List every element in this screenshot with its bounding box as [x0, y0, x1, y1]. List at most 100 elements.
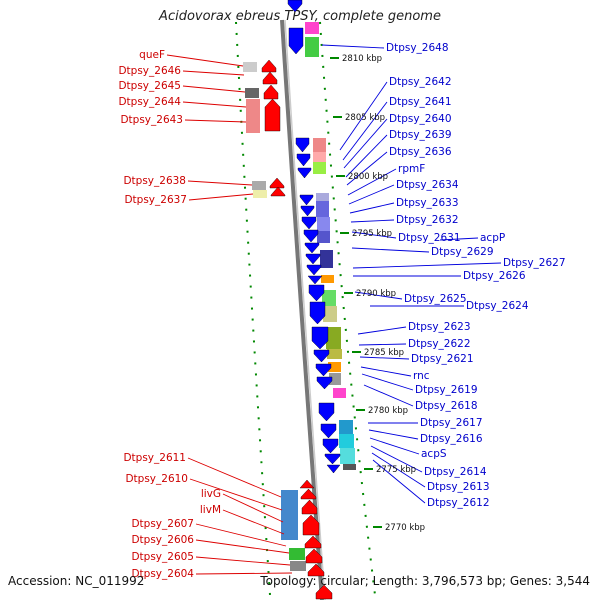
minus-strand-gene-arrow	[307, 275, 323, 285]
minus-strand-gene-arrow	[288, 27, 304, 55]
feature-block	[245, 88, 259, 98]
gene-label-right[interactable]: Dtpsy_2648	[386, 42, 449, 54]
feature-block	[290, 561, 306, 571]
gene-label-left[interactable]: Dtpsy_2646	[118, 65, 181, 77]
gene-label-left[interactable]: Dtpsy_2606	[131, 534, 194, 546]
gene-label-right[interactable]: Dtpsy_2629	[431, 246, 494, 258]
gene-label-left[interactable]: Dtpsy_2611	[123, 452, 186, 464]
feature-block	[246, 99, 260, 133]
gene-label-right[interactable]: Dtpsy_2636	[389, 146, 452, 158]
label-leader-line	[372, 459, 426, 504]
gene-label-right[interactable]: Dtpsy_2639	[389, 129, 452, 141]
minus-strand-gene-arrow	[301, 216, 317, 230]
gene-label-right[interactable]: acpS	[421, 448, 447, 460]
gene-label-right[interactable]: Dtpsy_2625	[404, 293, 467, 305]
map-title: Acidovorax ebreus TPSY, complete genome	[159, 9, 441, 24]
feature-block	[339, 420, 353, 434]
gene-label-right[interactable]: Dtpsy_2631	[398, 232, 461, 244]
label-leader-line	[358, 343, 407, 346]
gene-label-right[interactable]: Dtpsy_2621	[411, 353, 474, 365]
gene-label-right[interactable]: Dtpsy_2616	[420, 433, 483, 445]
feature-block	[313, 152, 326, 162]
gene-labels[interactable]: queFDtpsy_2646Dtpsy_2645Dtpsy_2644Dtpsy_…	[118, 42, 565, 580]
label-leaders	[166, 44, 502, 575]
gene-label-right[interactable]: acpP	[480, 232, 505, 244]
minus-strand-gene-arrow	[296, 153, 311, 167]
label-leader-line	[360, 366, 412, 377]
minus-strand-gene-arrow	[324, 453, 341, 465]
gene-label-right[interactable]: Dtpsy_2633	[396, 197, 459, 209]
topology-label: Topology: circular; Length: 3,796,573 bp…	[260, 574, 590, 588]
label-leader-line	[187, 180, 253, 186]
gene-label-right[interactable]: Dtpsy_2632	[396, 214, 459, 226]
gene-label-right[interactable]: Dtpsy_2642	[389, 76, 452, 88]
label-leader-line	[343, 118, 388, 169]
minus-strand-gene-arrow	[300, 205, 315, 217]
gene-label-left[interactable]: Dtpsy_2607	[131, 518, 194, 530]
feature-blocks	[243, 22, 356, 571]
gene-label-left[interactable]: Dtpsy_2604	[131, 568, 194, 580]
gene-label-left[interactable]: livM	[200, 504, 221, 516]
plus-strand-gene-arrow	[304, 535, 322, 549]
track-lines	[235, 19, 376, 600]
gene-label-right[interactable]: Dtpsy_2626	[463, 270, 526, 282]
label-leader-line	[348, 184, 395, 205]
plus-strand-gene-arrow	[315, 584, 333, 600]
gene-label-right[interactable]: Dtpsy_2634	[396, 179, 459, 191]
gene-label-left[interactable]: livG	[201, 488, 221, 500]
plus-strand-gene-arrow	[300, 488, 317, 500]
label-leader-line	[222, 509, 285, 535]
gene-label-left[interactable]: Dtpsy_2645	[118, 80, 181, 92]
feature-block	[305, 22, 319, 34]
plus-strand-gene-arrow	[305, 548, 323, 564]
gene-label-right[interactable]: rpmF	[398, 163, 425, 175]
plus-strand-gene-arrow	[301, 499, 318, 515]
gene-label-right[interactable]: Dtpsy_2613	[427, 481, 490, 493]
gene-label-left[interactable]: Dtpsy_2605	[131, 551, 194, 563]
plus-strand-gene-arrow	[307, 563, 325, 577]
gene-label-right[interactable]: Dtpsy_2612	[427, 497, 490, 509]
minus-strand-gene-arrow	[315, 363, 332, 377]
plus-strand-gene-arrow	[302, 514, 320, 536]
gene-label-right[interactable]: Dtpsy_2623	[408, 321, 471, 333]
gene-label-right[interactable]: Dtpsy_2624	[466, 300, 529, 312]
label-leader-line	[357, 326, 407, 335]
gene-label-right[interactable]: Dtpsy_2641	[389, 96, 452, 108]
gene-label-right[interactable]: Dtpsy_2614	[424, 466, 487, 478]
gene-label-left[interactable]: Dtpsy_2638	[123, 175, 186, 187]
gene-label-right[interactable]: Dtpsy_2622	[408, 338, 471, 350]
label-leader-line	[195, 539, 290, 554]
position-tick-label: 2780 kbp	[368, 406, 408, 416]
minus-strand-gene-arrow	[318, 402, 335, 422]
label-leader-line	[346, 151, 388, 186]
gene-label-right[interactable]: rnc	[413, 370, 430, 382]
plus-strand-gene-arrow	[299, 479, 315, 489]
feature-block	[316, 193, 329, 201]
gene-label-left[interactable]: Dtpsy_2643	[120, 114, 183, 126]
feature-block	[281, 490, 298, 540]
gene-label-right[interactable]: Dtpsy_2617	[420, 417, 483, 429]
feature-block	[289, 548, 305, 560]
gene-label-right[interactable]: Dtpsy_2627	[503, 257, 566, 269]
gene-label-left[interactable]: Dtpsy_2637	[124, 194, 187, 206]
label-leader-line	[369, 437, 420, 455]
minus-strand-gene-arrow	[316, 376, 333, 390]
gene-label-right[interactable]: Dtpsy_2640	[389, 113, 452, 125]
feature-block	[327, 349, 342, 359]
position-tick-label: 2770 kbp	[385, 523, 425, 533]
gene-label-right[interactable]: Dtpsy_2619	[415, 384, 478, 396]
position-tick-label: 2800 kbp	[348, 172, 388, 182]
gene-label-left[interactable]: Dtpsy_2644	[118, 96, 181, 108]
gene-label-left[interactable]: Dtpsy_2610	[125, 473, 188, 485]
feature-block	[305, 37, 319, 57]
label-leader-line	[166, 54, 244, 67]
label-leader-line	[195, 523, 287, 547]
right-dotted-track	[319, 21, 376, 596]
gene-label-right[interactable]: Dtpsy_2618	[415, 400, 478, 412]
label-leader-line	[352, 262, 502, 269]
genome-backbone-highlight	[284, 19, 326, 600]
feature-block	[328, 362, 341, 372]
feature-block	[317, 217, 330, 231]
gene-label-left[interactable]: queF	[139, 49, 165, 61]
label-leader-line	[189, 478, 283, 511]
